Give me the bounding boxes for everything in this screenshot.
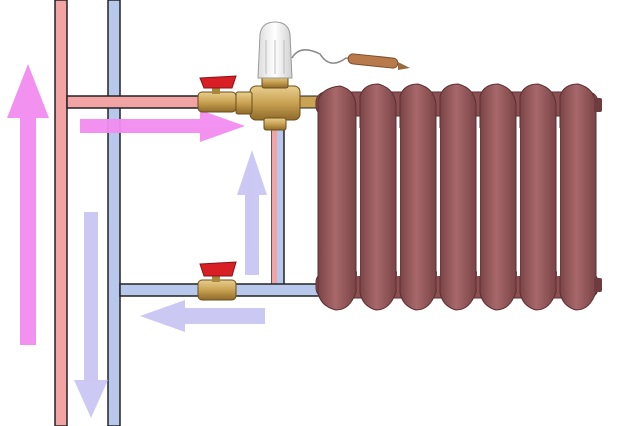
cold-up-arrow bbox=[237, 150, 267, 275]
radiator-end-plug-bottom bbox=[594, 278, 602, 292]
ball-valve-icon bbox=[197, 261, 237, 301]
thermostat-head-ribs bbox=[265, 40, 285, 74]
cold-riser-pipe bbox=[107, 0, 121, 426]
return-valve-stem bbox=[212, 272, 220, 282]
radiator-gaps bbox=[357, 128, 560, 276]
hot-riser-pipe bbox=[54, 0, 68, 426]
sensor-bulb bbox=[347, 53, 399, 69]
sensor-tip bbox=[398, 62, 410, 70]
supply-valve-body bbox=[197, 91, 237, 113]
cast-iron-radiator-icon bbox=[315, 83, 602, 311]
return-valve-handle bbox=[199, 261, 237, 277]
ball-valve-icon bbox=[197, 75, 237, 113]
remote-sensor-icon bbox=[291, 49, 399, 65]
valve-bottom-port bbox=[263, 117, 287, 131]
valve-side-nut bbox=[235, 91, 253, 115]
hot-right-arrow bbox=[80, 110, 245, 142]
radiator-sections bbox=[317, 83, 597, 311]
flow-arrows bbox=[7, 64, 267, 418]
supply-valve-stem bbox=[212, 84, 220, 94]
cold-left-arrow bbox=[140, 300, 265, 332]
thermostatic-valve-icon bbox=[235, 21, 410, 131]
valve-body bbox=[249, 85, 301, 121]
supply-valve-handle bbox=[199, 75, 237, 89]
return-valve-body bbox=[197, 279, 237, 301]
cold-down-arrow bbox=[74, 212, 108, 418]
hot-up-arrow bbox=[7, 64, 49, 345]
radiator-end-plug-top bbox=[594, 98, 602, 112]
bypass-pipe-hot-half bbox=[272, 112, 277, 292]
